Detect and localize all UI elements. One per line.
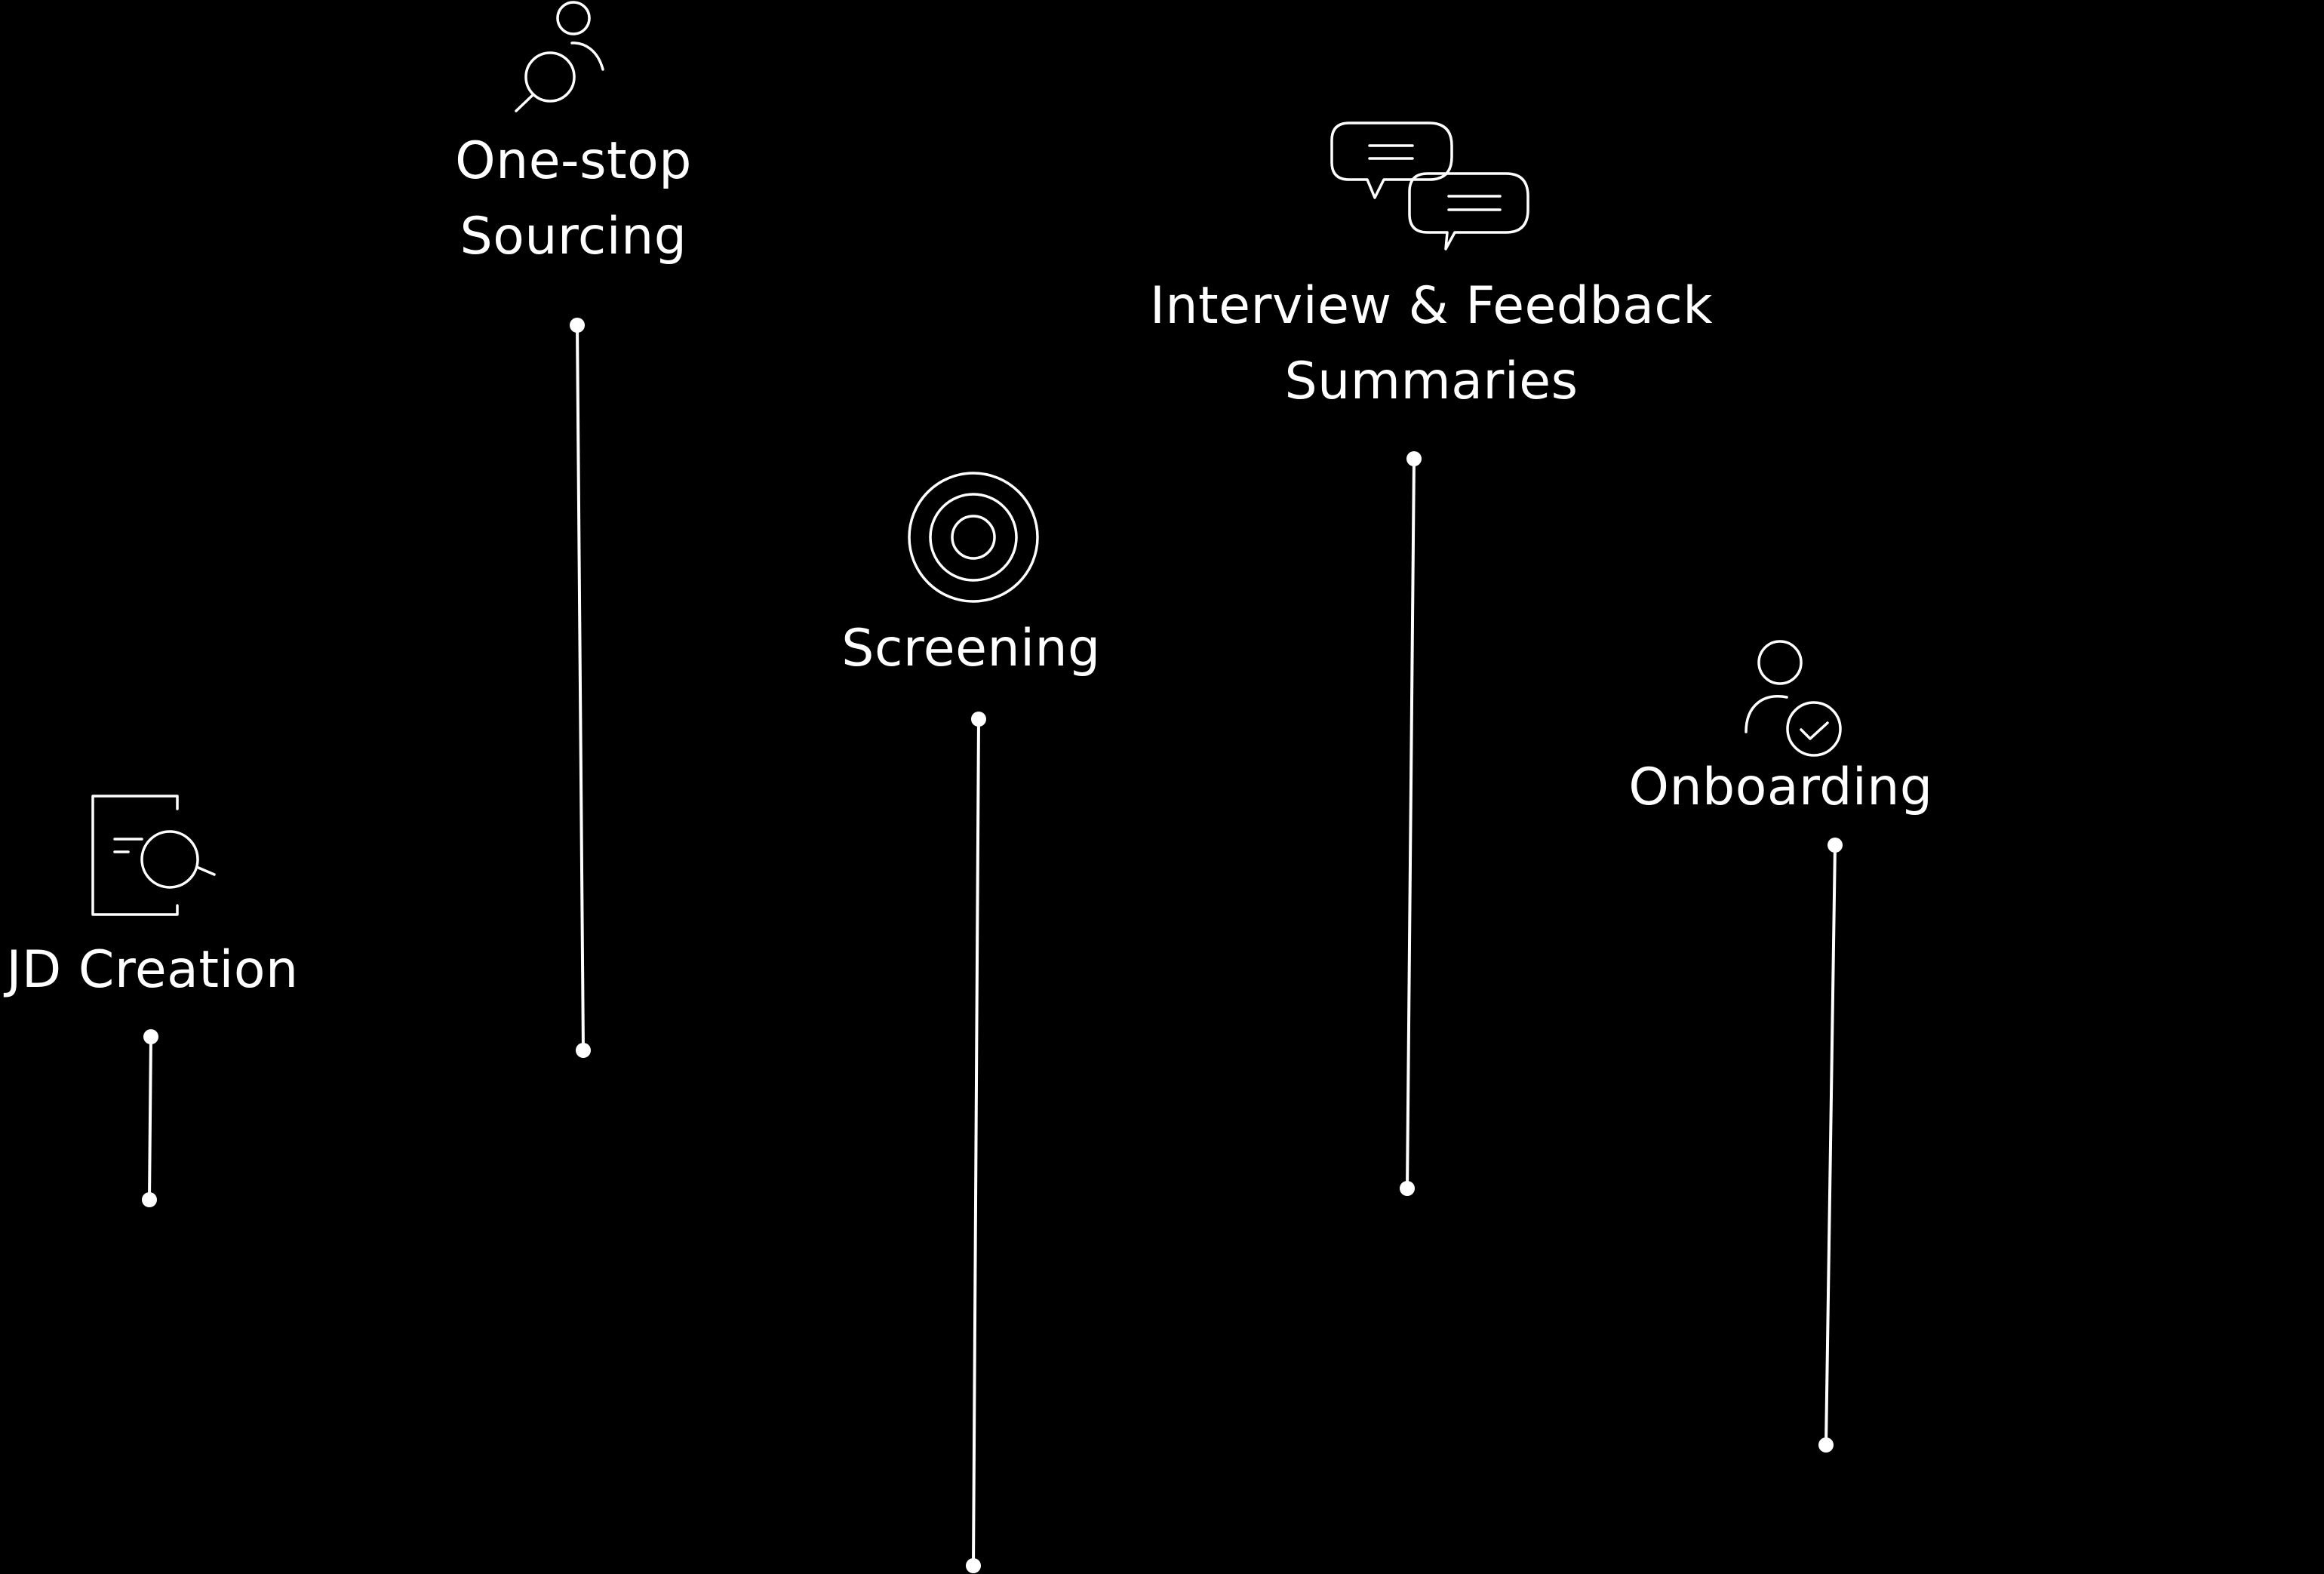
step-label: JD Creation: [6, 940, 299, 1000]
document-magnifier-icon: [91, 795, 216, 916]
step-label: One-stop Sourcing: [455, 131, 692, 266]
person-check-icon: [1745, 640, 1842, 757]
step-label: Interview & Feedback Summaries: [1149, 276, 1714, 411]
person-search-icon: [515, 1, 604, 112]
target-icon: [908, 472, 1039, 603]
step-label: Onboarding: [1628, 758, 1933, 817]
chat-bubbles-icon: [1330, 121, 1529, 251]
step-label: Screening: [841, 619, 1101, 678]
